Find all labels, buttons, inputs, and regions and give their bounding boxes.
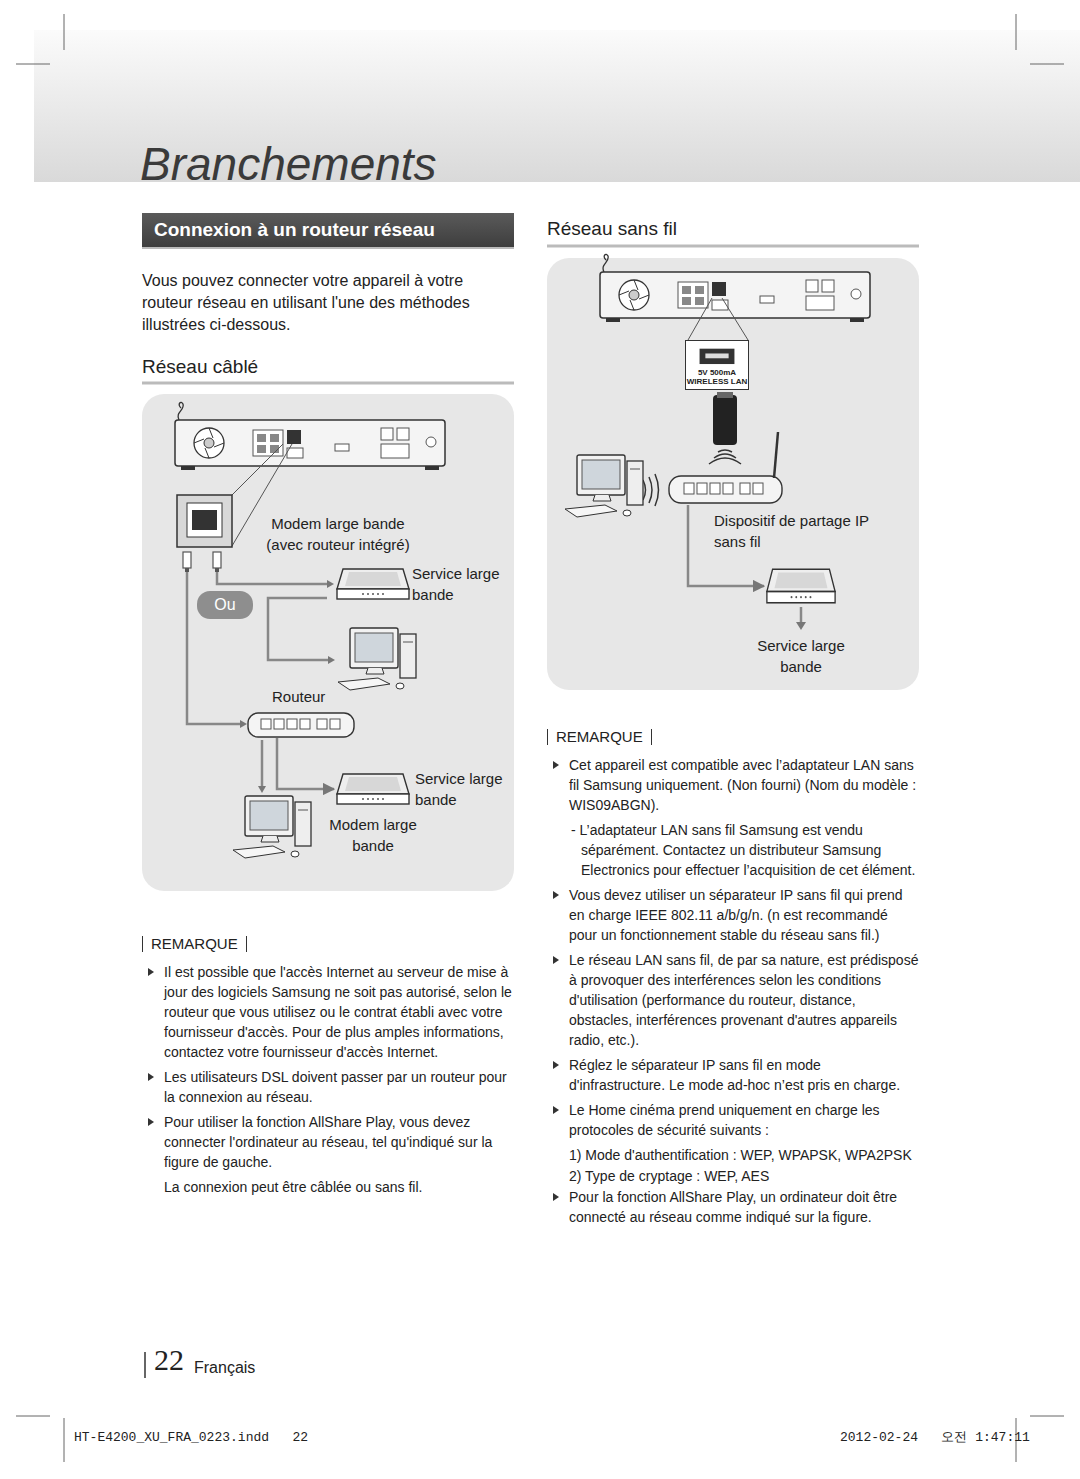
- section-band: Connexion à un routeur réseau: [142, 213, 514, 247]
- note-text: La connexion peut être câblée ou sans fi…: [142, 1177, 514, 1197]
- modem-icon: [765, 567, 837, 605]
- note-heading: REMARQUE: [142, 936, 247, 952]
- cable-connector: [277, 738, 334, 789]
- node-text: Réseau sans fil: [547, 218, 919, 240]
- port-box: 5V 500mAWIRELESS LAN: [685, 340, 749, 390]
- modem-box: Service large bandeModem large bande: [335, 772, 411, 806]
- bullet-triangle: [148, 1118, 154, 1126]
- node-text: WIRELESS LAN: [687, 377, 747, 386]
- or-pill: Ou: [197, 591, 253, 619]
- bullet-triangle: [553, 1061, 559, 1069]
- page-label: HT-E4200_XU_FRA_0223.indd 22: [74, 1430, 474, 1446]
- panel: Réseau sans fil5V 500mAWIRELESS LANDispo…: [547, 258, 919, 690]
- node-text: Service large bande: [412, 563, 512, 605]
- node-text: Routeur: [272, 686, 362, 707]
- bullet-triangle: [148, 1073, 154, 1081]
- page-label: 2012-02-24 오전 1:47:11: [840, 1430, 1040, 1446]
- node-text: Ou: [214, 596, 235, 614]
- panel: Réseau câbléModem large bande (avec rout…: [142, 394, 514, 891]
- node-text: Service large bande: [745, 635, 857, 677]
- wireless-router-box: Dispositif de partage IP sans fil: [668, 472, 783, 505]
- note-heading: REMARQUE: [547, 729, 652, 745]
- note-text: - L’adaptateur LAN sans fil Samsung est …: [547, 820, 919, 880]
- router-icon: [247, 712, 355, 738]
- note-text: Les utilisateurs DSL doivent passer par …: [142, 1067, 514, 1107]
- note-text: Cet appareil est compatible avec l’adapt…: [547, 755, 919, 815]
- note-text: Vous devez utiliser un séparateur IP san…: [547, 885, 919, 945]
- modem-icon: [335, 567, 411, 601]
- node-text: Connexion à un routeur réseau: [154, 219, 502, 241]
- bullet-triangle: [553, 761, 559, 769]
- bullet-triangle: [553, 1106, 559, 1114]
- note-text: Le Home cinéma prend uniquement en charg…: [547, 1100, 919, 1140]
- node-text: Réseau câblé: [142, 356, 514, 378]
- page-label: Français: [194, 1358, 314, 1378]
- modem-box: Modem large bande (avec routeur intégré)…: [335, 567, 411, 601]
- page-title: Branchements: [140, 138, 437, 190]
- note-text: Pour utiliser la fonction AllShare Play,…: [142, 1112, 514, 1172]
- page-label: 22: [154, 1342, 194, 1378]
- node-text: Service large bande: [415, 768, 515, 810]
- node-text: Dispositif de partage IP sans fil: [714, 510, 874, 552]
- wireless-router-icon: [668, 472, 783, 505]
- note-text: Il est possible que l'accès Internet au …: [142, 962, 514, 1062]
- node-text: Modem large bande: [323, 814, 423, 856]
- note-text: Réglez le séparateur IP sans fil en mode…: [547, 1055, 919, 1095]
- bullet-triangle: [553, 1193, 559, 1201]
- note-text: 1) Mode d'authentification : WEP, WPAPSK…: [547, 1145, 919, 1165]
- modem-icon: [335, 772, 411, 806]
- modem-box: Service large bande: [765, 567, 837, 605]
- note-text: Vous pouvez connecter votre appareil à v…: [142, 270, 487, 336]
- note-heading-row: REMARQUE: [547, 728, 919, 755]
- note-text: Le réseau LAN sans fil, de par sa nature…: [547, 950, 919, 1050]
- node-text: Modem large bande (avec routeur intégré): [258, 513, 418, 555]
- bullet-triangle: [148, 968, 154, 976]
- bullet-triangle: [553, 956, 559, 964]
- node-text: 5V 500mA: [698, 368, 736, 377]
- router-box: Routeur: [247, 712, 355, 738]
- bullet-triangle: [553, 891, 559, 899]
- note-heading-row: REMARQUE: [142, 935, 514, 962]
- note-text: Pour la fonction AllShare Play, un ordin…: [547, 1187, 919, 1227]
- note-text: 2) Type de cryptage : WEP, AES: [547, 1166, 919, 1186]
